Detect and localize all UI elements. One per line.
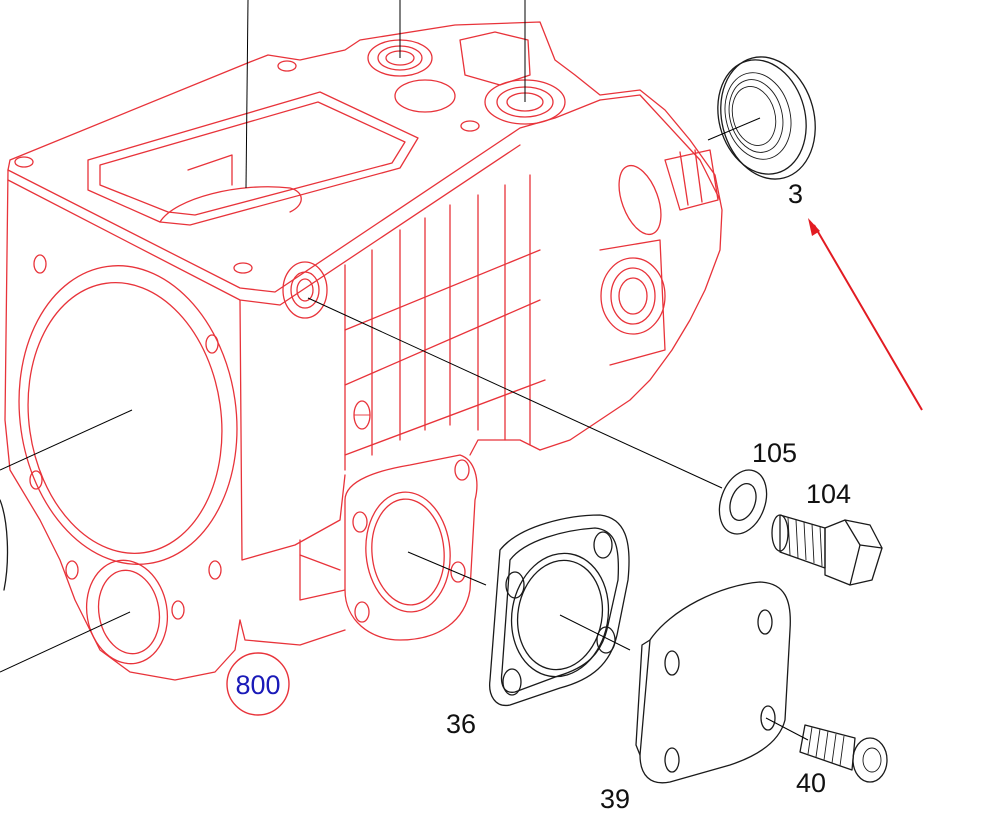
washer: [718, 469, 768, 535]
label-gasket: 36: [446, 709, 476, 739]
transmission-housing: [4, 21, 723, 681]
label-bolt: 104: [806, 479, 851, 509]
label-cover-plate: 39: [600, 784, 630, 814]
badge-circle: [226, 652, 290, 716]
cover-plate: [635, 581, 791, 784]
assembly-badge[interactable]: 800: [226, 652, 290, 716]
badge-text: 800: [235, 670, 280, 700]
partial-part-edge: [0, 499, 9, 591]
label-cover-bolt: 40: [796, 768, 826, 798]
socket-cap-screw: [799, 724, 888, 783]
hex-bolt: [771, 514, 883, 586]
oil-seal: [717, 56, 816, 180]
pointer-arrow: [808, 218, 923, 411]
label-washer: 105: [752, 438, 797, 468]
gasket: [489, 514, 630, 707]
label-oil-seal: 3: [788, 179, 803, 209]
leader-lines: [0, 0, 809, 741]
